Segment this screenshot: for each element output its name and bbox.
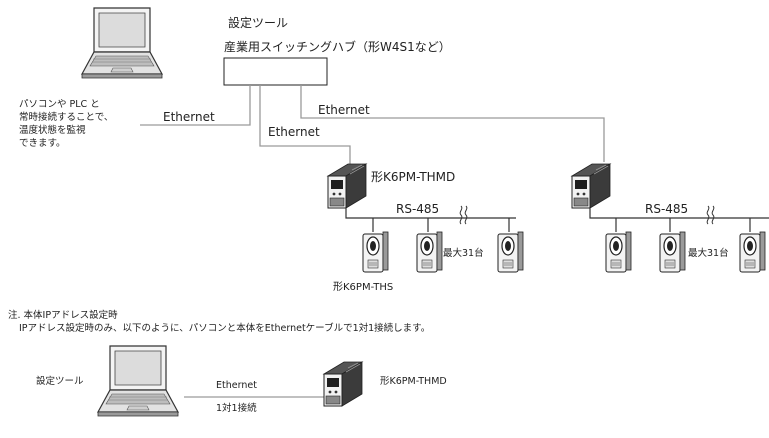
ethernet-label: Ethernet (318, 103, 370, 117)
pc-laptop-icon (81, 7, 163, 79)
max-count-label: 最大31台 (443, 247, 484, 259)
bottom-ethernet-label: Ethernet (216, 380, 257, 391)
ethernet-link-right (300, 85, 605, 162)
master-device-label: 形K6PM-THMD (371, 170, 455, 184)
k6pm-thmd-device-icon (323, 361, 363, 407)
ethernet-link-down (259, 85, 351, 170)
hub-label: 産業用スイッチングハブ（形W4S1など） (224, 39, 451, 54)
slave-device-label: 形K6PM-THS (333, 281, 393, 293)
max-count-label: 最大31台 (688, 247, 729, 259)
rs485-label: RS-485 (396, 202, 439, 216)
one-to-one-label: 1対1接続 (216, 402, 257, 414)
rs485-label: RS-485 (645, 202, 688, 216)
k6pm-ths-sensor-icon (497, 231, 524, 273)
pc-note-line: 温度状態を監視 (19, 124, 86, 136)
k6pm-ths-sensor-icon (605, 231, 632, 273)
note-heading: 注. 本体IPアドレス設定時 (8, 309, 118, 321)
rs485-bus-1 (345, 208, 516, 219)
bottom-tool-label: 設定ツール (36, 375, 84, 387)
tool-title: 設定ツール (228, 15, 288, 30)
pc-note-line: できます。 (19, 138, 66, 149)
rs485-bus-2 (589, 208, 769, 219)
pc-laptop-icon (97, 345, 179, 417)
switching-hub (223, 57, 328, 86)
break-symbol-icon (459, 205, 468, 225)
break-symbol-icon (706, 205, 715, 225)
k6pm-thmd-device-icon (571, 163, 611, 209)
pc-note-line: パソコンや PLC と (19, 99, 100, 110)
k6pm-thmd-device-icon (327, 163, 367, 209)
note-body: IPアドレス設定時のみ、以下のように、パソコンと本体をEthernetケーブルで… (19, 322, 430, 334)
bottom-device-label: 形K6PM-THMD (380, 375, 447, 387)
pc-note-line: 常時接続することで、 (19, 111, 113, 123)
ethernet-label: Ethernet (268, 125, 320, 139)
k6pm-ths-sensor-icon (362, 231, 389, 273)
ethernet-link-pc (140, 85, 251, 126)
k6pm-ths-sensor-icon (739, 231, 766, 273)
k6pm-ths-sensor-icon (659, 231, 686, 273)
k6pm-ths-sensor-icon (416, 231, 443, 273)
ethernet-label: Ethernet (163, 110, 215, 124)
